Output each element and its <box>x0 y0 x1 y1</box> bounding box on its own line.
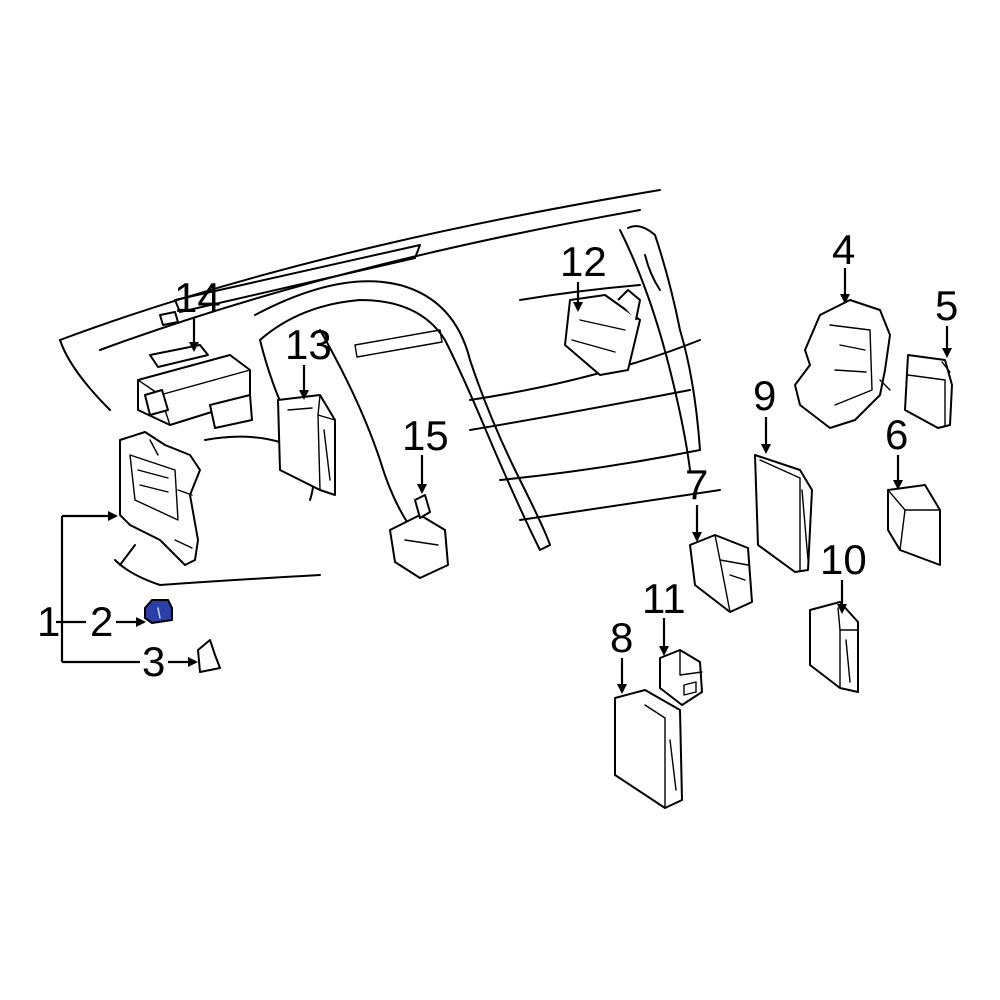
callout-9: 9 <box>753 372 776 419</box>
part-4-bracket[interactable] <box>794 299 891 429</box>
callout-10: 10 <box>820 536 867 583</box>
part-5-module[interactable] <box>904 354 953 429</box>
callout-5: 5 <box>935 282 958 329</box>
part-14-module[interactable] <box>137 344 253 429</box>
part-11-connector[interactable] <box>659 649 703 706</box>
callout-2: 2 <box>90 598 113 645</box>
callout-13: 13 <box>285 321 332 368</box>
part-2-relay[interactable] <box>144 599 173 624</box>
callout-12: 12 <box>560 238 607 285</box>
callout-14: 14 <box>174 274 221 321</box>
callout-11: 11 <box>642 575 686 622</box>
callout-8: 8 <box>610 614 633 661</box>
part-13-ecu[interactable] <box>277 394 336 496</box>
part-3-clip[interactable] <box>197 639 221 673</box>
part-9-ecu[interactable] <box>754 454 813 573</box>
part-1-junction-bracket[interactable] <box>119 431 201 566</box>
callout-labels: 1 2 3 4 5 6 7 8 9 10 11 12 13 14 15 <box>37 226 958 685</box>
dashboard-outline <box>59 189 721 586</box>
part-10-module[interactable] <box>809 601 859 693</box>
part-8-module[interactable] <box>614 689 683 809</box>
callout-15: 15 <box>402 412 449 459</box>
part-7-module[interactable] <box>689 534 753 613</box>
callout-1: 1 <box>37 598 60 645</box>
part-12-module[interactable] <box>564 289 641 376</box>
part-6-module[interactable] <box>887 484 941 566</box>
part-15-module[interactable] <box>389 494 449 579</box>
leader-lines <box>56 268 952 694</box>
callout-4: 4 <box>832 226 855 273</box>
callout-6: 6 <box>885 411 908 458</box>
callout-3: 3 <box>142 638 165 685</box>
callout-7: 7 <box>685 461 708 508</box>
